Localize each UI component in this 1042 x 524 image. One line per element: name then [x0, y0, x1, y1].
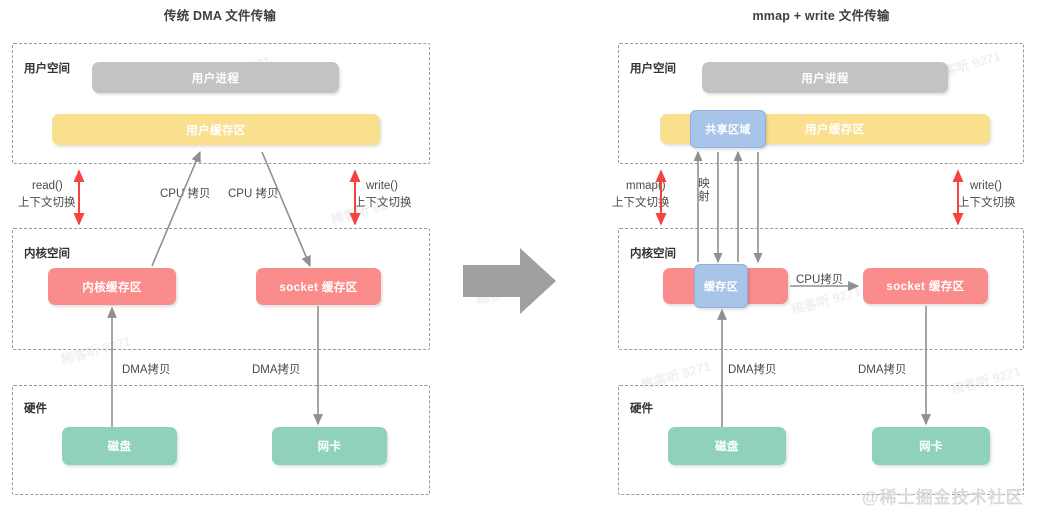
region-label-user-space: 用户空间 — [24, 63, 70, 75]
annotation-dma-copy-2: DMA拷贝 — [252, 364, 301, 376]
annotation-read-call: read() 上下文切换 — [18, 180, 76, 209]
right-diagram: mmap + write 文件传输 用户空间 内核空间 硬件 用户进程 用户缓存… — [600, 0, 1042, 524]
region-hardware — [618, 385, 1024, 495]
block-kernel-buffer[interactable]: 内核缓存区 — [48, 268, 176, 305]
region-label-kernel-space: 内核空间 — [630, 248, 676, 260]
region-user-space — [618, 43, 1024, 164]
annotation-write-call: write() 上下文切换 — [958, 180, 1016, 209]
right-diagram-title: mmap + write 文件传输 — [752, 9, 890, 23]
block-user-process[interactable]: 用户进程 — [92, 62, 339, 93]
region-kernel-space — [12, 228, 430, 350]
region-kernel-space — [618, 228, 1024, 350]
region-label-kernel-space: 内核空间 — [24, 248, 70, 260]
block-nic[interactable]: 网卡 — [272, 427, 387, 465]
block-shared-region[interactable]: 共享区域 — [690, 110, 766, 148]
annotation-cpu-copy-2: CPU 拷贝 — [228, 188, 279, 200]
block-socket-buffer[interactable]: socket 缓存区 — [256, 268, 381, 305]
region-user-space — [12, 43, 430, 164]
region-label-hardware: 硬件 — [24, 403, 47, 415]
block-disk[interactable]: 磁盘 — [62, 427, 177, 465]
block-user-process[interactable]: 用户进程 — [702, 62, 948, 93]
left-diagram: 传统 DMA 文件传输 用户空间 内核空间 硬件 用户进程 用户缓存区 内核缓存… — [0, 0, 440, 524]
block-socket-buffer[interactable]: socket 缓存区 — [863, 268, 988, 304]
block-user-buffer[interactable]: 用户缓存区 — [52, 114, 380, 145]
block-disk[interactable]: 磁盘 — [668, 427, 786, 465]
block-kernel-cache[interactable]: 缓存区 — [694, 264, 748, 308]
right-arrow-icon — [463, 248, 556, 314]
region-hardware — [12, 385, 430, 495]
background-watermark: 稀客听 9271 — [474, 273, 548, 308]
annotation-mapping: 映射 — [698, 178, 710, 204]
left-diagram-title: 传统 DMA 文件传输 — [163, 9, 277, 23]
annotation-cpu-copy-1: CPU 拷贝 — [160, 188, 211, 200]
region-label-user-space: 用户空间 — [630, 63, 676, 75]
annotation-dma-copy-1: DMA拷贝 — [728, 364, 777, 376]
annotation-cpu-copy: CPU拷贝 — [796, 274, 844, 286]
annotation-dma-copy-1: DMA拷贝 — [122, 364, 171, 376]
region-label-hardware: 硬件 — [630, 403, 653, 415]
annotation-write-call: write() 上下文切换 — [354, 180, 412, 209]
annotation-mmap-call: mmap() 上下文切换 — [612, 180, 670, 209]
annotation-dma-copy-2: DMA拷贝 — [858, 364, 907, 376]
block-nic[interactable]: 网卡 — [872, 427, 990, 465]
